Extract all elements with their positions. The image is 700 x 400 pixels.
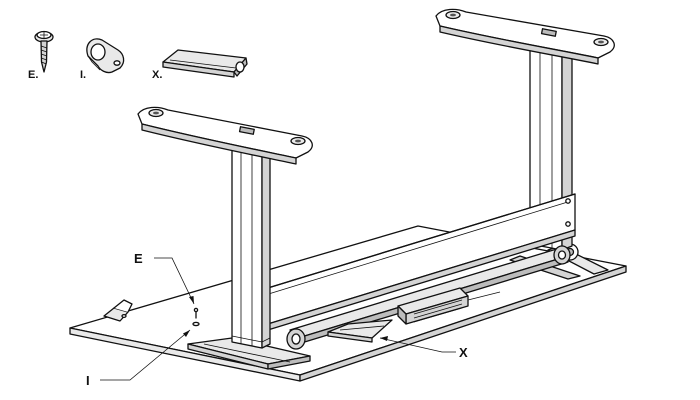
callout-e: E xyxy=(134,251,195,305)
callout-x: X xyxy=(379,336,468,360)
callout-i: I xyxy=(86,329,191,388)
screw-icon xyxy=(34,30,54,73)
front-column xyxy=(231,149,271,349)
cable-clip-icon xyxy=(86,38,125,74)
loose-bracket-icon xyxy=(103,299,133,322)
cable-tray-clip-icon xyxy=(162,49,248,78)
front-top-bracket xyxy=(137,106,313,165)
callout-letter-x: X xyxy=(459,345,468,360)
callout-letter-i: I xyxy=(86,373,90,388)
key-letter-e: E. xyxy=(28,69,38,81)
callout-letter-e: E xyxy=(134,251,143,266)
tray-clip-installed xyxy=(327,319,393,343)
mounting-point xyxy=(192,307,200,327)
parts-key: E. I. X. xyxy=(28,30,248,81)
back-top-bracket xyxy=(435,8,615,65)
key-letter-x: X. xyxy=(152,69,162,81)
control-box xyxy=(397,287,501,325)
front-foot xyxy=(187,337,311,370)
key-letter-i: I. xyxy=(80,69,86,81)
